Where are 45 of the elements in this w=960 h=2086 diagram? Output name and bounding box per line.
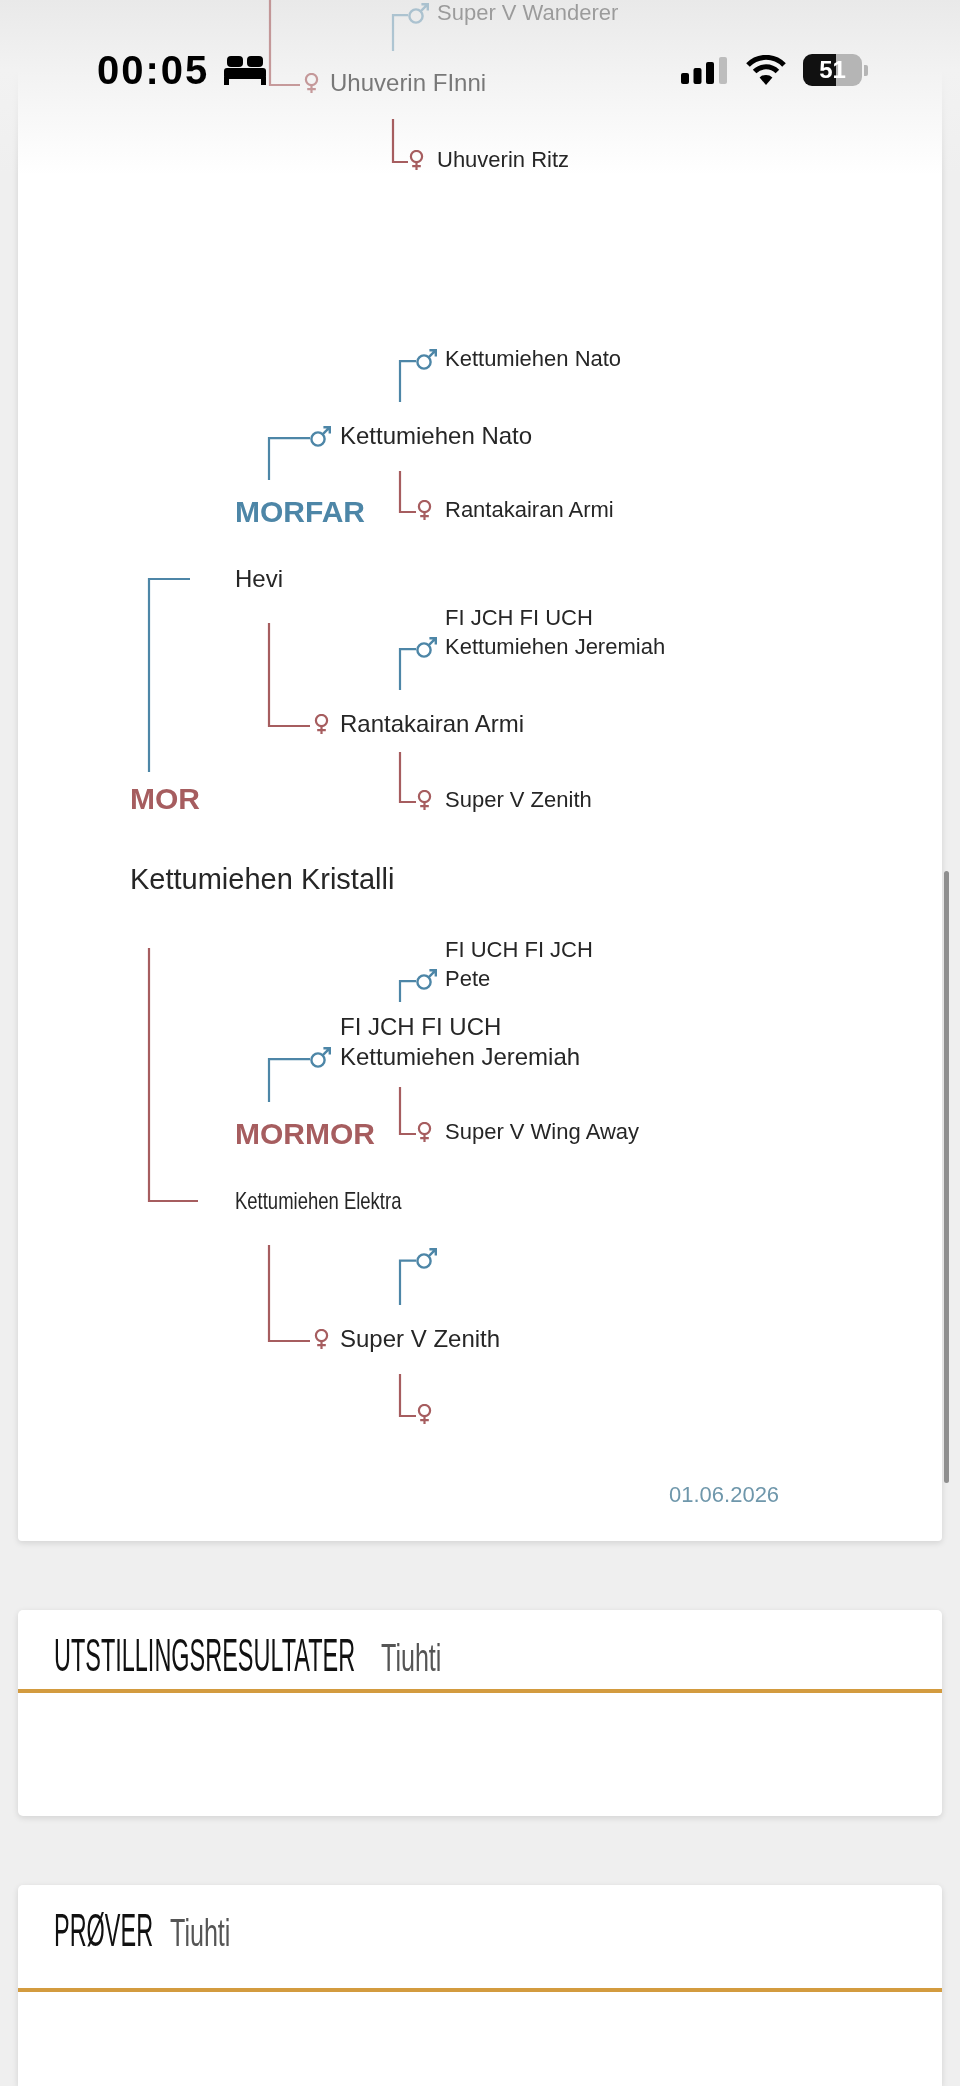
pedigree-line xyxy=(391,119,408,164)
dog-name: Uhuverin Ritz xyxy=(437,147,570,173)
dog-name: Hevi xyxy=(235,565,283,593)
pedigree-line xyxy=(268,0,300,87)
dog-name: Kettumiehen Elektra xyxy=(235,1187,402,1215)
pedigree-line xyxy=(398,1374,416,1418)
dog-name: Super V Wanderer xyxy=(437,0,619,26)
title-text: FI UCH FI JCH xyxy=(445,936,593,964)
dog-name: Kettumiehen Jeremiah xyxy=(445,634,666,660)
pedigree-line xyxy=(147,577,190,772)
pedigree-line xyxy=(267,437,310,480)
pedigree-line xyxy=(147,948,198,1203)
title-text: FI JCH FI UCH xyxy=(340,1012,502,1042)
pedigree-line xyxy=(267,1058,310,1102)
clock-time: 00:05 xyxy=(97,50,210,90)
role-label: MORMOR xyxy=(235,1117,375,1151)
pedigree-line xyxy=(398,1087,416,1136)
pedigree-line xyxy=(398,471,416,514)
pedigree-line xyxy=(398,980,416,1002)
pedigree-line xyxy=(267,623,310,728)
pedigree-line xyxy=(398,360,416,402)
section-heading: PRØVER xyxy=(54,1907,154,1953)
dog-name: Super V Zenith xyxy=(340,1325,501,1353)
dog-name: Rantakairan Armi xyxy=(340,710,525,738)
pedigree-line xyxy=(391,14,408,51)
pedigree-line xyxy=(398,648,416,690)
section-heading: UTSTILLINGSRESULTATER xyxy=(54,1632,356,1678)
dog-name: Super V Zenith xyxy=(445,787,592,813)
dog-name: Kettumiehen Nato xyxy=(340,422,533,450)
dog-name: Super V Wing Away xyxy=(445,1119,640,1145)
pedigree-line xyxy=(398,1259,416,1305)
dog-name: Uhuverin FInni xyxy=(330,69,487,97)
section-subtitle: Tiuhti xyxy=(170,1914,231,1952)
dog-name: Pete xyxy=(445,966,491,992)
dog-name: Rantakairan Armi xyxy=(445,497,614,523)
dog-name: Kettumiehen Nato xyxy=(445,346,622,372)
dog-name: Kettumiehen Jeremiah xyxy=(340,1043,581,1071)
pedigree-line xyxy=(398,752,416,804)
pedigree-line xyxy=(267,1245,310,1343)
section-subtitle: Tiuhti xyxy=(381,1639,442,1677)
dog-name: Kettumiehen Kristalli xyxy=(130,862,395,897)
title-text: FI JCH FI UCH xyxy=(445,604,593,632)
role-label: MOR xyxy=(130,782,200,816)
date-text: 01.06.2026 xyxy=(669,1482,780,1508)
role-label: MORFAR xyxy=(235,495,365,529)
